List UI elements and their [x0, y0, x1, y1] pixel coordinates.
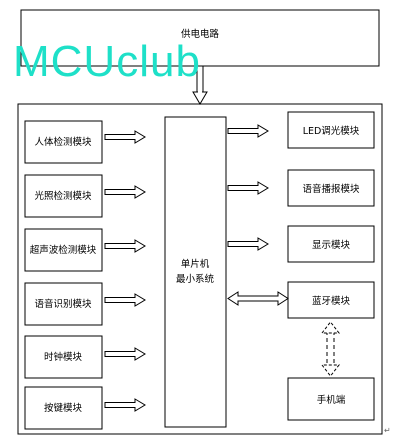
output-label-speech: 语音播报模块	[302, 183, 360, 195]
mcu-label-line1: 单片机	[181, 258, 210, 270]
output-label-led: LED调光模块	[303, 125, 360, 137]
output-label-display: 显示模块	[312, 239, 351, 251]
output-module-display: 显示模块	[287, 225, 375, 263]
output-module-bluetooth: 蓝牙模块	[287, 281, 375, 319]
output-module-speech: 语音播报模块	[287, 169, 375, 207]
input-module-light: 光照检测模块	[24, 174, 103, 218]
arrow-mcu-bluetooth-bidirectional	[227, 291, 289, 306]
paragraph-mark: ↵	[384, 426, 391, 435]
power-supply-label: 供电电路	[181, 28, 220, 40]
input-label-light: 光照检测模块	[34, 190, 92, 202]
phone-module: 手机端	[287, 377, 375, 421]
input-module-human: 人体检测模块	[24, 120, 103, 164]
power-supply-box	[20, 9, 380, 67]
mcu-label-line2: 最小系统	[176, 273, 215, 285]
arrow-mcu-to-led	[227, 124, 269, 138]
arrow-mcu-to-display	[227, 237, 269, 251]
phone-label: 手机端	[317, 394, 346, 406]
input-label-clock: 时钟模块	[44, 351, 83, 363]
output-module-led: LED调光模块	[287, 111, 375, 149]
arrow-voice-to-mcu	[104, 293, 146, 307]
arrow-mcu-to-speech	[227, 181, 269, 195]
input-label-keys: 按键模块	[44, 402, 83, 414]
input-module-clock: 时钟模块	[24, 335, 103, 379]
output-label-bluetooth: 蓝牙模块	[312, 295, 351, 307]
arrow-ultra-to-mcu	[104, 239, 146, 253]
wireless-link-dashed	[320, 321, 341, 377]
mcu-box	[164, 116, 227, 428]
input-module-keys: 按键模块	[24, 386, 103, 430]
power-arrow	[192, 65, 208, 105]
arrow-human-to-mcu	[104, 130, 146, 144]
system-frame	[17, 103, 383, 435]
input-label-human: 人体检测模块	[34, 136, 92, 148]
arrow-keys-to-mcu	[104, 398, 146, 412]
input-module-ultrasonic: 超声波检测模块	[24, 228, 103, 272]
input-label-ultrasonic: 超声波检测模块	[30, 244, 97, 256]
arrow-clock-to-mcu	[104, 347, 146, 361]
input-label-voice: 语音识别模块	[34, 298, 92, 310]
arrow-light-to-mcu	[104, 185, 146, 199]
watermark-logo: MCUclub	[13, 37, 201, 86]
input-module-voice: 语音识别模块	[24, 282, 103, 326]
